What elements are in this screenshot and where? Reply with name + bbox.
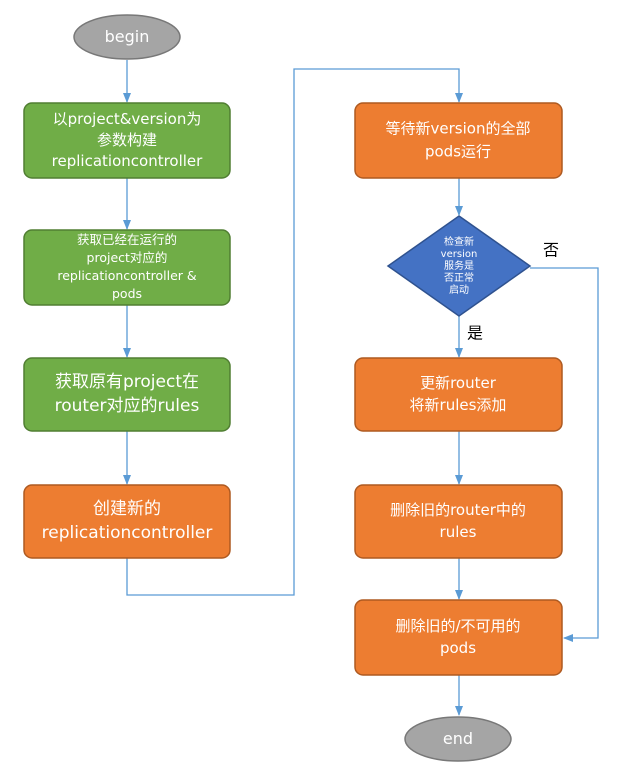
edge-label-no: 否 (543, 241, 559, 260)
get-rules-node: 获取原有project在 router对应的rules (23, 357, 231, 432)
node-label-line: version (441, 249, 478, 260)
begin-node: begin (73, 14, 181, 60)
create-rc-label: 创建新的 replicationcontroller (42, 499, 213, 543)
begin-label: begin (105, 27, 150, 46)
node-label-line: 以project&version为 (53, 110, 202, 128)
edge-create-rc-to-wait-pods (126, 68, 463, 596)
node-label-line: 创建新的 (93, 499, 161, 519)
wait-pods-node: 等待新version的全部 pods运行 (354, 102, 563, 179)
node-label-line: begin (105, 27, 150, 46)
node-label-line: 等待新version的全部 (386, 119, 531, 137)
node-label-line: end (443, 729, 473, 748)
node-label-line: 将新rules添加 (410, 396, 507, 414)
node-label-line: replicationcontroller (42, 523, 213, 543)
delete-rules-node: 删除旧的router中的 rules (354, 484, 563, 559)
node-label-line: 服务是 (444, 259, 474, 272)
get-running-node: 获取已经在运行的 project对应的 replicationcontroller … (23, 229, 231, 306)
get-rules-label: 获取原有project在 router对应的rules (55, 372, 200, 416)
node-label-line: 删除旧的/不可用的 (395, 617, 520, 635)
delete-rules-label: 删除旧的router中的 rules (390, 501, 526, 541)
node-label-line: pods运行 (425, 142, 491, 160)
node-label-line: 否正常 (444, 271, 474, 284)
node-label-line: rules (440, 523, 477, 541)
node-label-line: 更新router (420, 374, 497, 392)
end-label: end (443, 729, 473, 748)
edge-label-yes: 是 (467, 324, 483, 343)
edge-check-no-to-delete-pods (530, 267, 599, 642)
get-running-label: 获取已经在运行的 project对应的 replicationcontroller … (57, 232, 197, 301)
node-label-line: pods (440, 639, 476, 657)
node-label-line: pods (112, 286, 142, 301)
edges (123, 60, 599, 716)
delete-pods-node: 删除旧的/不可用的 pods (354, 599, 563, 676)
node-label-line: 参数构建 (97, 131, 157, 149)
node-label-line: 删除旧的router中的 (390, 501, 526, 519)
node-label-line: replicationcontroller (52, 152, 203, 170)
node-label-line: router对应的rules (55, 396, 200, 416)
build-rc-node: 以project&version为参数构建 replicationcontroll… (23, 102, 231, 179)
node-label-line: 获取原有project在 (55, 372, 199, 392)
node-label-line: 启动 (449, 283, 469, 296)
node-label-line: 检查新 (444, 235, 474, 248)
node-label-line: replicationcontroller & (57, 268, 197, 283)
update-router-node: 更新router 将新rules添加 (354, 357, 563, 432)
end-node: end (404, 716, 512, 762)
node-label-line: project对应的 (87, 250, 168, 265)
node-label-line: 获取已经在运行的 (77, 232, 177, 247)
build-rc-label: 以project&version为参数构建 replicationcontroll… (52, 110, 203, 170)
create-rc-node: 创建新的 replicationcontroller (23, 484, 231, 559)
update-router-label: 更新router 将新rules添加 (410, 374, 507, 414)
delete-pods-label: 删除旧的/不可用的 pods (395, 617, 520, 657)
wait-pods-label: 等待新version的全部 pods运行 (386, 119, 531, 160)
